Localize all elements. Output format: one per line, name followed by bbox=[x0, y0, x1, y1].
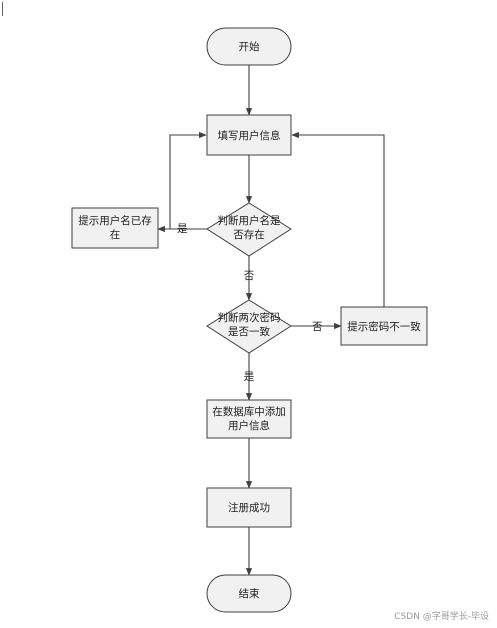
connectors bbox=[157, 65, 385, 576]
check-username-exists-label-line1: 判断用户名是 bbox=[218, 214, 281, 227]
add-user-to-db-label-line1: 在数据库中添加 bbox=[212, 405, 286, 418]
end-label: 结束 bbox=[239, 587, 260, 600]
edge-label-no-exists: 否 bbox=[244, 270, 255, 282]
watermark: CSDN @字哥学长-毕设 bbox=[394, 612, 489, 622]
prompt-password-mismatch-step: 提示密码不一致 bbox=[340, 306, 428, 346]
edge-label-no-pwd: 否 bbox=[312, 321, 323, 333]
register-success-step: 注册成功 bbox=[206, 487, 292, 528]
prompt-username-exists-label-line1: 提示用户名已存 bbox=[78, 214, 152, 227]
check-passwords-match-label-line1: 判断两次密码 bbox=[218, 311, 281, 324]
add-user-to-db-label-line2: 用户信息 bbox=[228, 419, 270, 432]
edge-label-yes-exists: 是 bbox=[177, 223, 188, 235]
text-cursor bbox=[2, 2, 3, 16]
register-success-label: 注册成功 bbox=[228, 501, 270, 514]
check-passwords-match-label-line2: 是否一致 bbox=[228, 325, 270, 338]
add-user-to-db-step: 在数据库中添加 用户信息 bbox=[206, 399, 292, 439]
start-terminal: 开始 bbox=[206, 27, 292, 66]
check-username-exists-decision: 判断用户名是 否存在 bbox=[206, 202, 292, 257]
edge-prompt-exists-back bbox=[169, 131, 207, 229]
check-passwords-match-decision: 判断两次密码 是否一致 bbox=[206, 299, 292, 354]
prompt-username-exists-label-line2: 在 bbox=[110, 229, 121, 241]
check-username-exists-label-line2: 否存在 bbox=[233, 228, 265, 241]
start-label: 开始 bbox=[239, 40, 260, 53]
fill-user-info-step: 填写用户信息 bbox=[206, 114, 292, 156]
fill-user-info-label: 填写用户信息 bbox=[218, 129, 281, 142]
end-terminal: 结束 bbox=[206, 574, 292, 613]
edge-label-yes-pwd: 是 bbox=[244, 371, 255, 383]
prompt-password-mismatch-label: 提示密码不一致 bbox=[347, 320, 421, 333]
edge-prompt-pwd-back bbox=[291, 131, 385, 307]
prompt-username-exists-step: 提示用户名已存 在 bbox=[71, 207, 159, 249]
